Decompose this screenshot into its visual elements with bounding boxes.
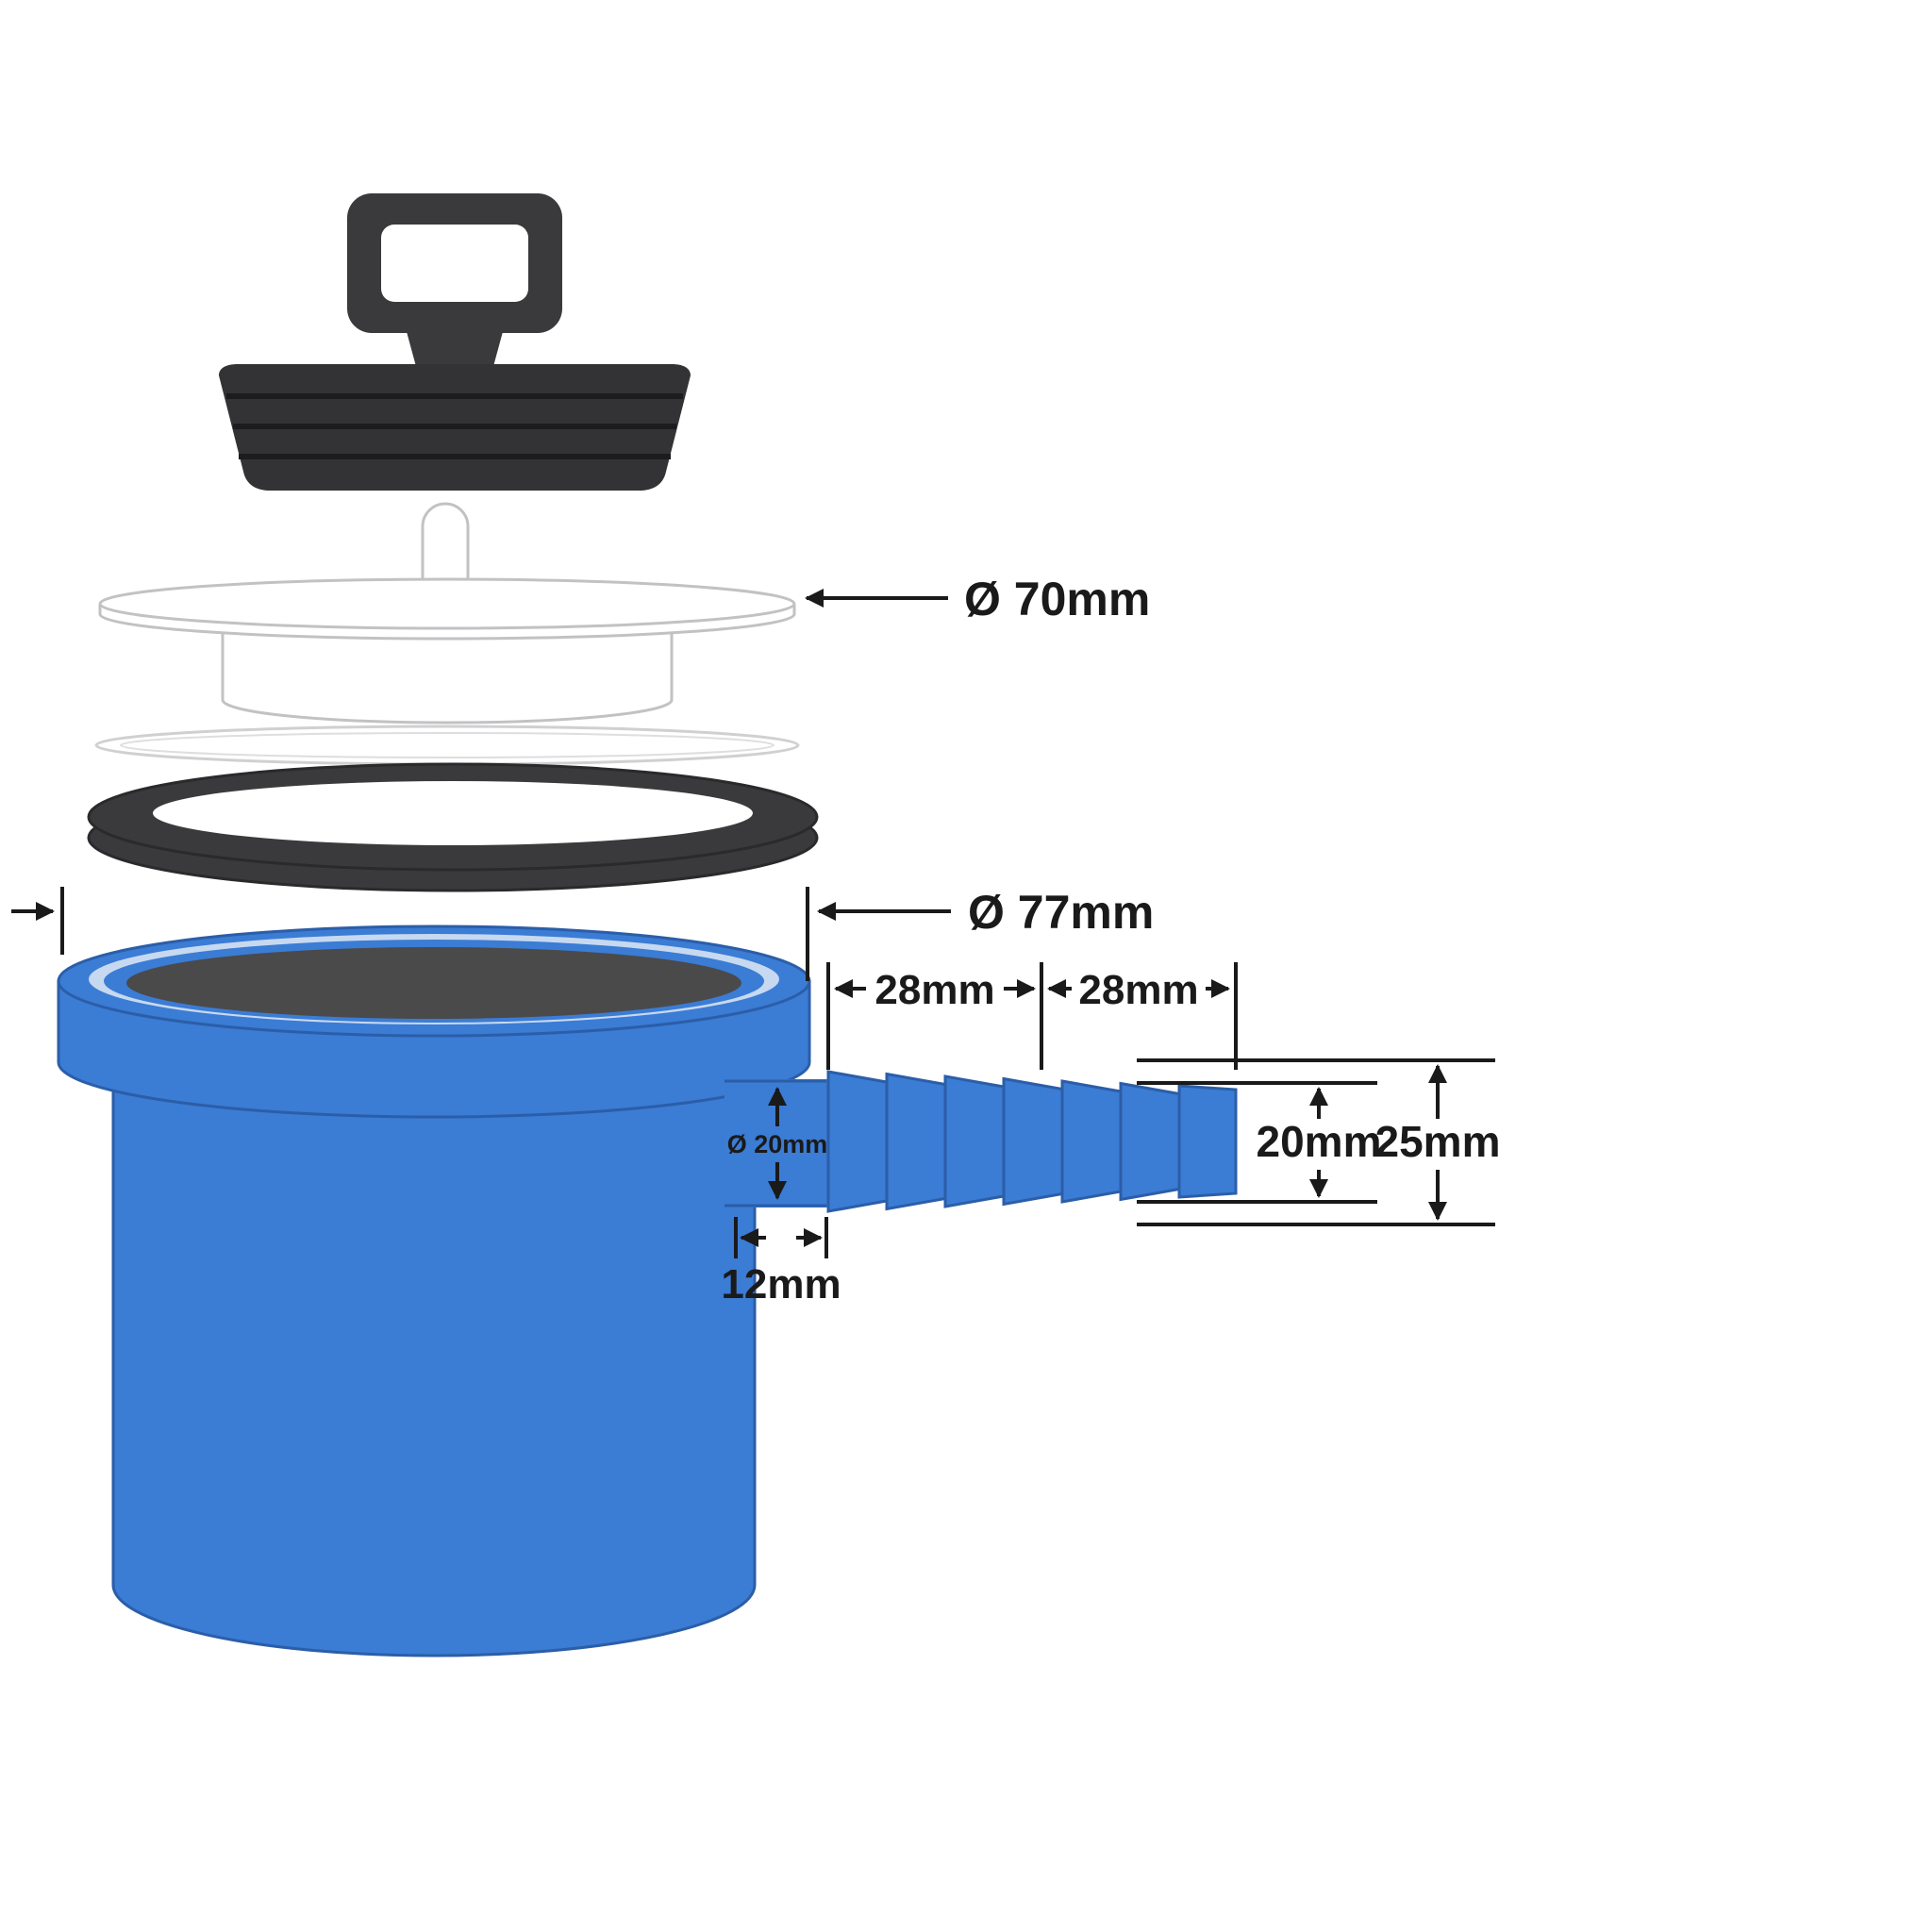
- dim-barb-length-1: 28mm: [826, 962, 1043, 1070]
- label-barb-end-diameter: 20mm: [1257, 1117, 1382, 1166]
- dim-barb-end-diameter: 20mm: [1137, 1081, 1382, 1204]
- thin-washer: [94, 724, 800, 766]
- plug-body: [219, 364, 691, 491]
- label-barb-max-diameter: 25mm: [1375, 1117, 1501, 1166]
- dim-barb-max-diameter: 25mm: [1137, 1058, 1501, 1226]
- dim-barb-length-2: 28mm: [1047, 962, 1238, 1070]
- pull-knob: [421, 502, 470, 588]
- plug-handle: [347, 193, 562, 370]
- label-flange-diameter: Ø 70mm: [964, 573, 1150, 625]
- label-spout-bore: Ø 20mm: [727, 1130, 828, 1158]
- label-barb-segment-2: 28mm: [1078, 967, 1198, 1013]
- drain-opening: [126, 947, 741, 1019]
- dim-spout-length: 12mm: [721, 1217, 841, 1307]
- dim-body-diameter: Ø 77mm: [11, 886, 1154, 981]
- hose-barb-adapter: [826, 1070, 1238, 1213]
- label-barb-segment-1: 28mm: [874, 967, 994, 1013]
- label-spout-length: 12mm: [721, 1261, 841, 1307]
- label-body-diameter: Ø 77mm: [968, 886, 1154, 939]
- dim-flange-diameter: Ø 70mm: [805, 573, 1150, 625]
- flange-disc-70mm: [98, 577, 796, 724]
- drain-bowl: [57, 924, 1238, 1657]
- rubber-gasket: [87, 762, 819, 892]
- dim-spout-bore: Ø 20mm: [727, 1087, 828, 1200]
